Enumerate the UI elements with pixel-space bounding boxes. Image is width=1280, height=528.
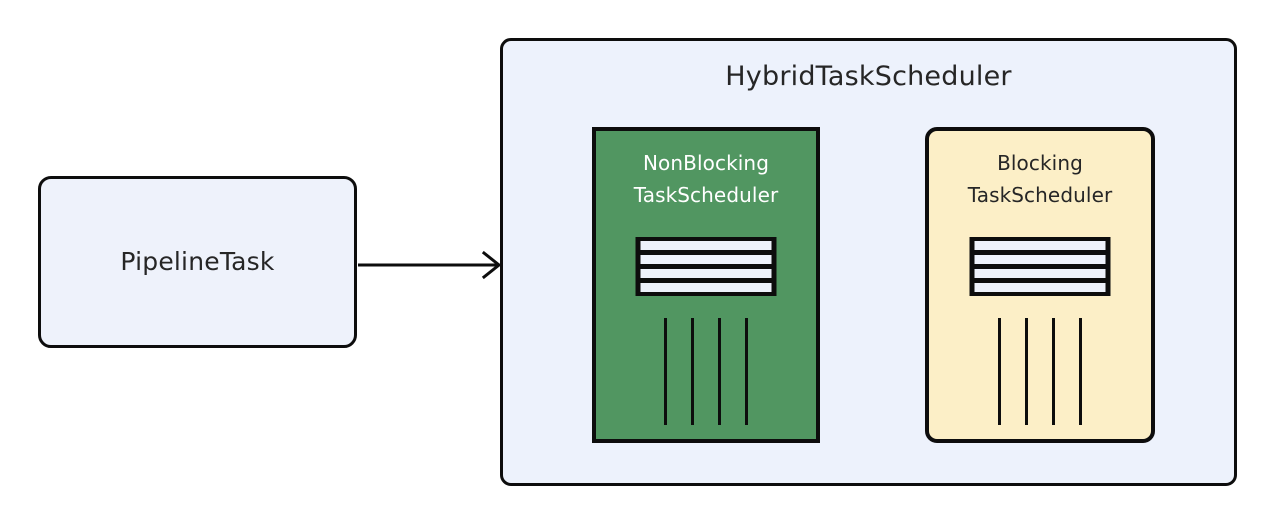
thread-bar: [691, 318, 694, 425]
queue-slot: [640, 241, 772, 250]
queue-stack-icon: [969, 237, 1111, 296]
container-hybrid-task-scheduler[interactable]: HybridTaskScheduler NonBlocking TaskSche…: [500, 38, 1237, 486]
node-blocking-title-line1: Blocking: [997, 151, 1083, 175]
queue-slot: [974, 283, 1106, 292]
arrow-right-icon: [356, 246, 506, 284]
worker-threads-icon: [998, 318, 1082, 425]
queue-slot: [640, 255, 772, 264]
node-blocking-task-scheduler[interactable]: Blocking TaskScheduler: [925, 127, 1155, 443]
node-pipeline-task[interactable]: PipelineTask: [38, 176, 357, 348]
queue-stack-icon: [635, 237, 777, 296]
container-title: HybridTaskScheduler: [725, 61, 1012, 92]
node-nonblocking-title-line2: TaskScheduler: [633, 183, 779, 207]
thread-bar: [1079, 318, 1082, 425]
queue-slot: [974, 241, 1106, 250]
node-nonblocking-task-scheduler[interactable]: NonBlocking TaskScheduler: [592, 127, 820, 443]
node-nonblocking-title: NonBlocking TaskScheduler: [596, 147, 816, 211]
queue-slot: [640, 269, 772, 278]
thread-bar: [1052, 318, 1055, 425]
node-blocking-title-line2: TaskScheduler: [967, 183, 1113, 207]
thread-bar: [664, 318, 667, 425]
worker-threads-icon: [664, 318, 748, 425]
queue-slot: [974, 269, 1106, 278]
node-nonblocking-title-line1: NonBlocking: [643, 151, 769, 175]
node-blocking-title: Blocking TaskScheduler: [929, 147, 1151, 211]
thread-bar: [998, 318, 1001, 425]
thread-bar: [718, 318, 721, 425]
thread-bar: [745, 318, 748, 425]
queue-slot: [640, 283, 772, 292]
queue-slot: [974, 255, 1106, 264]
node-pipeline-task-label: PipelineTask: [120, 247, 275, 277]
thread-bar: [1025, 318, 1028, 425]
